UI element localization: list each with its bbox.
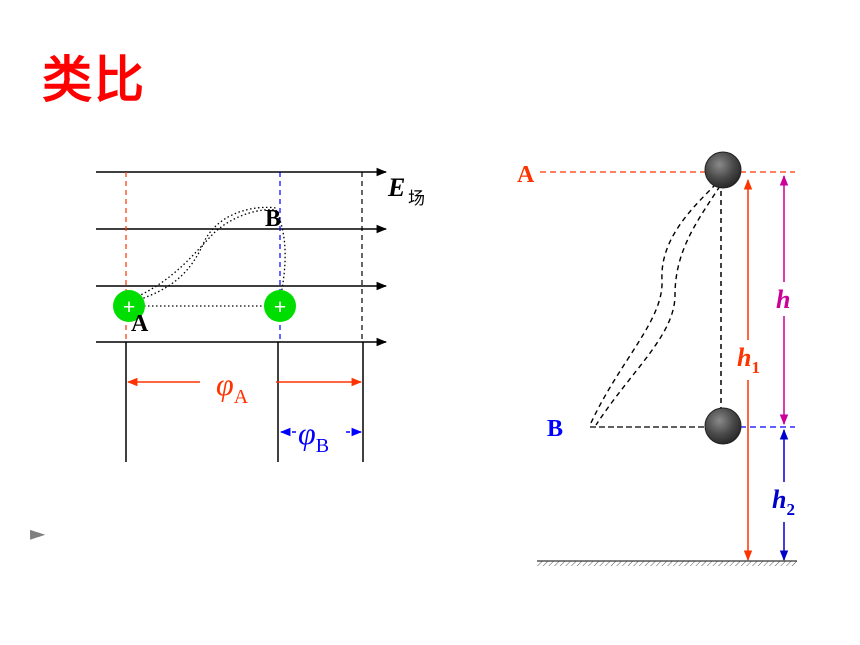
level-b-label: B (547, 416, 563, 442)
ground-hatch (537, 561, 797, 566)
path-a-b-curve-1 (131, 206, 277, 303)
h-label: h (776, 285, 790, 314)
fall-path-2 (595, 185, 721, 426)
slide-title: 类比 (42, 51, 146, 109)
ball-at-b (704, 407, 742, 445)
charge-a-symbol: + (123, 294, 136, 319)
h1-label: h1 (737, 343, 760, 377)
charge-at-b: + (264, 290, 296, 322)
field-e-suffix: 场 (408, 189, 425, 209)
path-a-b-curve-2 (133, 208, 277, 299)
field-e-label: E (387, 173, 405, 202)
fall-path-1 (589, 183, 717, 426)
field-diagram: + + A B E 场 φA φB (96, 167, 425, 462)
level-a-label: A (517, 162, 535, 188)
point-a-label: A (131, 311, 149, 337)
phi-a-label: φA (216, 366, 249, 408)
ball-at-a (704, 151, 742, 189)
h2-label: h2 (772, 485, 795, 519)
point-b-label: B (265, 206, 281, 232)
charge-at-a: + (113, 290, 145, 322)
gravity-diagram: A B h h1 h2 (517, 151, 804, 566)
bullet-icon: ► (30, 521, 46, 545)
path-b-down (275, 209, 286, 301)
phi-b-label: φB (298, 415, 329, 457)
charge-b-symbol: + (274, 294, 287, 319)
